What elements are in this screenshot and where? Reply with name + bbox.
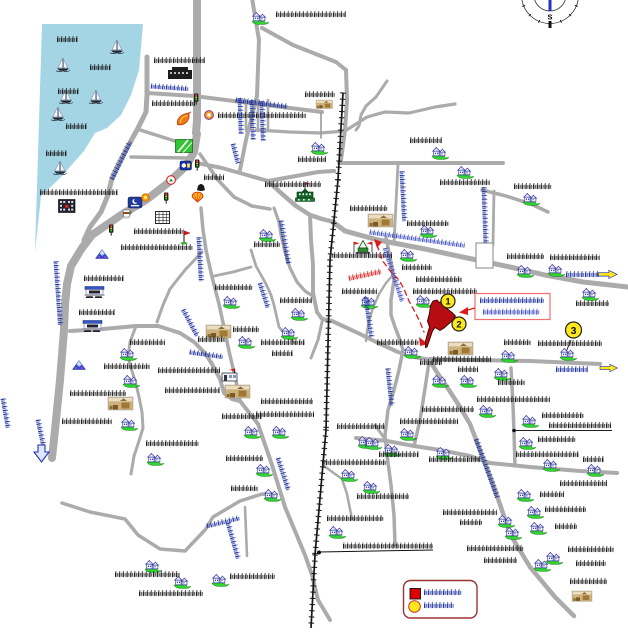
svg-text:3: 3 [571, 325, 577, 337]
svg-text:S: S [547, 13, 552, 22]
svg-text:2: 2 [456, 319, 461, 330]
svg-text:1: 1 [445, 296, 451, 307]
